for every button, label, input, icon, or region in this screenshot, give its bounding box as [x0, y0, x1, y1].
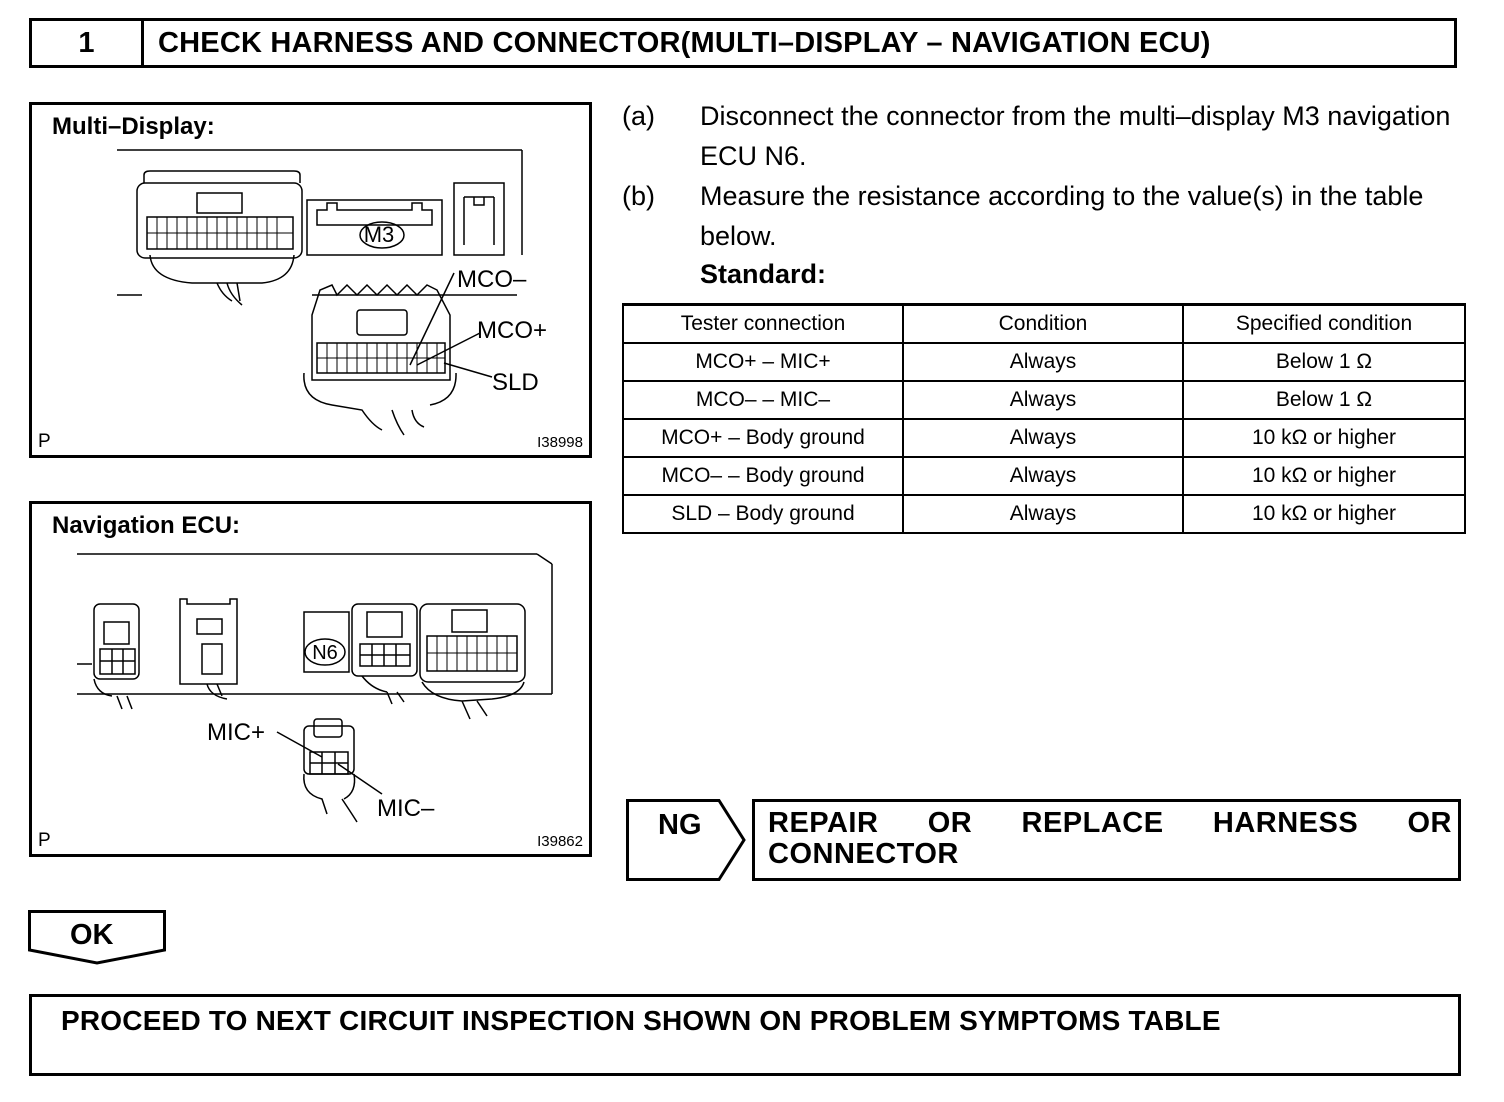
condition-cell: Always	[902, 417, 1184, 458]
specification-table: Tester connection Condition Specified co…	[622, 303, 1466, 534]
step-header: 1 CHECK HARNESS AND CONNECTOR(MULTI–DISP…	[29, 18, 1457, 68]
figure-corner-letter: P	[38, 431, 51, 452]
proceed-text: PROCEED TO NEXT CIRCUIT INSPECTION SHOWN…	[61, 1005, 1221, 1036]
table-header-row: Tester connection Condition Specified co…	[622, 303, 1466, 344]
ok-arrow-shape	[28, 910, 166, 965]
step-number: 1	[32, 21, 144, 65]
condition-cell: Always	[902, 455, 1184, 496]
figure-code: I39862	[537, 833, 583, 850]
figure-corner-letter: P	[38, 830, 51, 851]
instruction-letter: (a)	[622, 101, 655, 131]
instruction-letter: (b)	[622, 181, 655, 211]
ng-arrow-shape	[626, 799, 746, 881]
m3-connector-tag: M3	[364, 222, 395, 247]
mic-minus-label: MIC–	[377, 795, 435, 822]
tester-connection-cell: SLD – Body ground	[622, 493, 904, 534]
standard-label: Standard:	[700, 259, 827, 289]
ng-label: NG	[658, 809, 702, 841]
instructions: (a) Disconnect the connector from the mu…	[622, 96, 1464, 306]
table-row: SLD – Body ground Always 10 kΩ or higher	[622, 493, 1466, 534]
instruction-text: Disconnect the connector from the multi–…	[700, 101, 1451, 171]
table-row: MCO– – Body ground Always 10 kΩ or highe…	[622, 455, 1466, 496]
tester-connection-cell: MCO+ – Body ground	[622, 417, 904, 458]
instruction-text: Measure the resistance according to the …	[700, 181, 1424, 251]
condition-cell: Always	[902, 493, 1184, 534]
column-header: Tester connection	[622, 303, 904, 344]
figure-code: I38998	[537, 434, 583, 451]
ng-action-text: REPAIR OR REPLACE HARNESS OR CONNECTOR	[768, 807, 1452, 870]
specified-condition-cell: 10 kΩ or higher	[1182, 417, 1466, 458]
ok-label: OK	[70, 919, 114, 951]
column-header: Specified condition	[1182, 303, 1466, 344]
instruction-b: (b) Measure the resistance according to …	[622, 176, 1464, 256]
multi-display-connector-diagram: M3 MCO– MCO+ SLD	[117, 149, 547, 436]
navigation-ecu-connector-diagram: N6 MIC+ MIC–	[77, 553, 553, 823]
tester-connection-cell: MCO+ – MIC+	[622, 341, 904, 382]
sld-label: SLD	[492, 369, 539, 396]
proceed-box: PROCEED TO NEXT CIRCUIT INSPECTION SHOWN…	[29, 994, 1461, 1076]
column-header: Condition	[902, 303, 1184, 344]
table-row: MCO+ – Body ground Always 10 kΩ or highe…	[622, 417, 1466, 458]
ng-action-box: REPAIR OR REPLACE HARNESS OR CONNECTOR	[752, 799, 1461, 881]
n6-connector-tag: N6	[312, 642, 338, 664]
navigation-ecu-title: Navigation ECU:	[52, 512, 241, 539]
table-row: MCO– – MIC– Always Below 1 Ω	[622, 379, 1466, 420]
mco-minus-label: MCO–	[457, 266, 527, 293]
condition-cell: Always	[902, 341, 1184, 382]
mco-plus-label: MCO+	[477, 317, 547, 344]
navigation-ecu-figure: N6 MIC+ MIC– Navigation ECU: P I39862	[29, 501, 592, 857]
instruction-a: (a) Disconnect the connector from the mu…	[622, 96, 1464, 176]
ok-result-box: OK	[28, 910, 166, 966]
condition-cell: Always	[902, 379, 1184, 420]
mic-plus-label: MIC+	[207, 719, 265, 746]
specified-condition-cell: 10 kΩ or higher	[1182, 493, 1466, 534]
step-title: CHECK HARNESS AND CONNECTOR(MULTI–DISPLA…	[158, 26, 1211, 59]
multi-display-figure: M3 MCO– MCO+ SLD Multi–Display: P I38998	[29, 102, 592, 458]
tester-connection-cell: MCO– – MIC–	[622, 379, 904, 420]
specified-condition-cell: 10 kΩ or higher	[1182, 455, 1466, 496]
tester-connection-cell: MCO– – Body ground	[622, 455, 904, 496]
ng-result-box: NG	[626, 799, 746, 881]
specified-condition-cell: Below 1 Ω	[1182, 341, 1466, 382]
specified-condition-cell: Below 1 Ω	[1182, 379, 1466, 420]
multi-display-title: Multi–Display:	[52, 113, 215, 140]
table-row: MCO+ – MIC+ Always Below 1 Ω	[622, 341, 1466, 382]
